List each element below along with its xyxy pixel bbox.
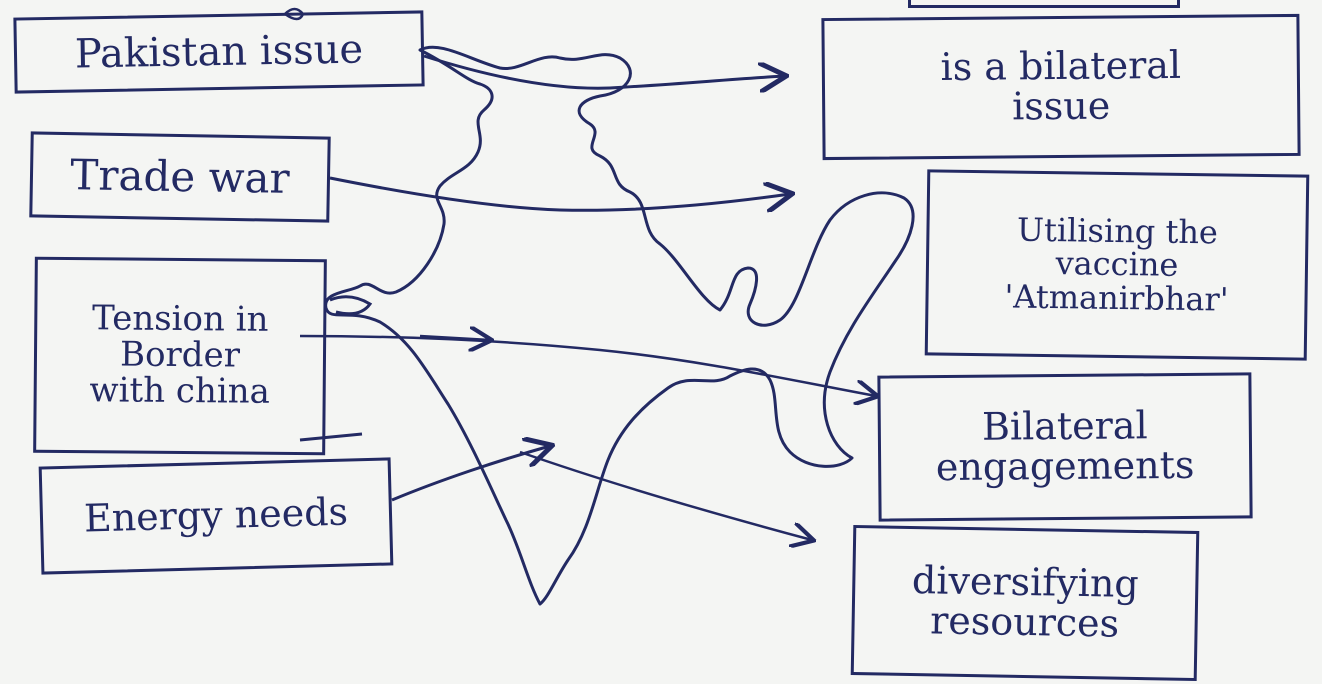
tension-line-1: Tension in <box>91 298 269 341</box>
india-map-outline-icon <box>324 45 915 606</box>
doodle-squiggle <box>329 295 373 316</box>
top-bracket-line <box>908 0 1180 8</box>
engagements-line-1: Bilateral <box>981 403 1148 449</box>
bilateral-engagements-box: Bilateral engagements <box>877 372 1253 522</box>
engagements-line-2: engagements <box>935 442 1195 490</box>
arrow-energy-to-map <box>391 446 550 502</box>
pakistan-issue-box: Pakistan issue <box>13 10 425 94</box>
tension-line-3: with china <box>89 370 271 412</box>
border-tension-box: Tension in Border with china <box>33 256 327 456</box>
pakistan-issue-label: Pakistan issue <box>74 26 364 78</box>
energy-needs-box: Energy needs <box>38 457 394 575</box>
arrow-tension-small <box>419 336 490 340</box>
energy-needs-label: Energy needs <box>83 489 349 541</box>
doodle-loop <box>283 7 305 21</box>
arrow-trade-to-utilising <box>329 176 790 210</box>
utilising-vaccine-box: Utilising the vaccine 'Atmanirbhar' <box>924 169 1310 361</box>
trade-war-label: Trade war <box>69 150 291 203</box>
arrow-tension-to-engagements <box>299 334 876 396</box>
trade-war-box: Trade war <box>29 131 331 223</box>
bilateral-issue-box: is a bilateral issue <box>821 13 1301 161</box>
bilateral-issue-line-1: is a bilateral <box>940 43 1182 90</box>
tension-line-2: Border <box>119 334 241 376</box>
diversifying-line-2: resources <box>929 598 1120 646</box>
diversifying-resources-box: diversifying resources <box>850 524 1200 682</box>
arrow-pakistan-to-bilateral-issue <box>423 54 784 88</box>
arrow-energy-to-diversifying <box>519 450 812 540</box>
underline-stroke <box>299 432 363 442</box>
bilateral-issue-line-2: issue <box>1011 83 1111 129</box>
utilising-line-3: 'Atmanirbhar' <box>1004 277 1229 319</box>
